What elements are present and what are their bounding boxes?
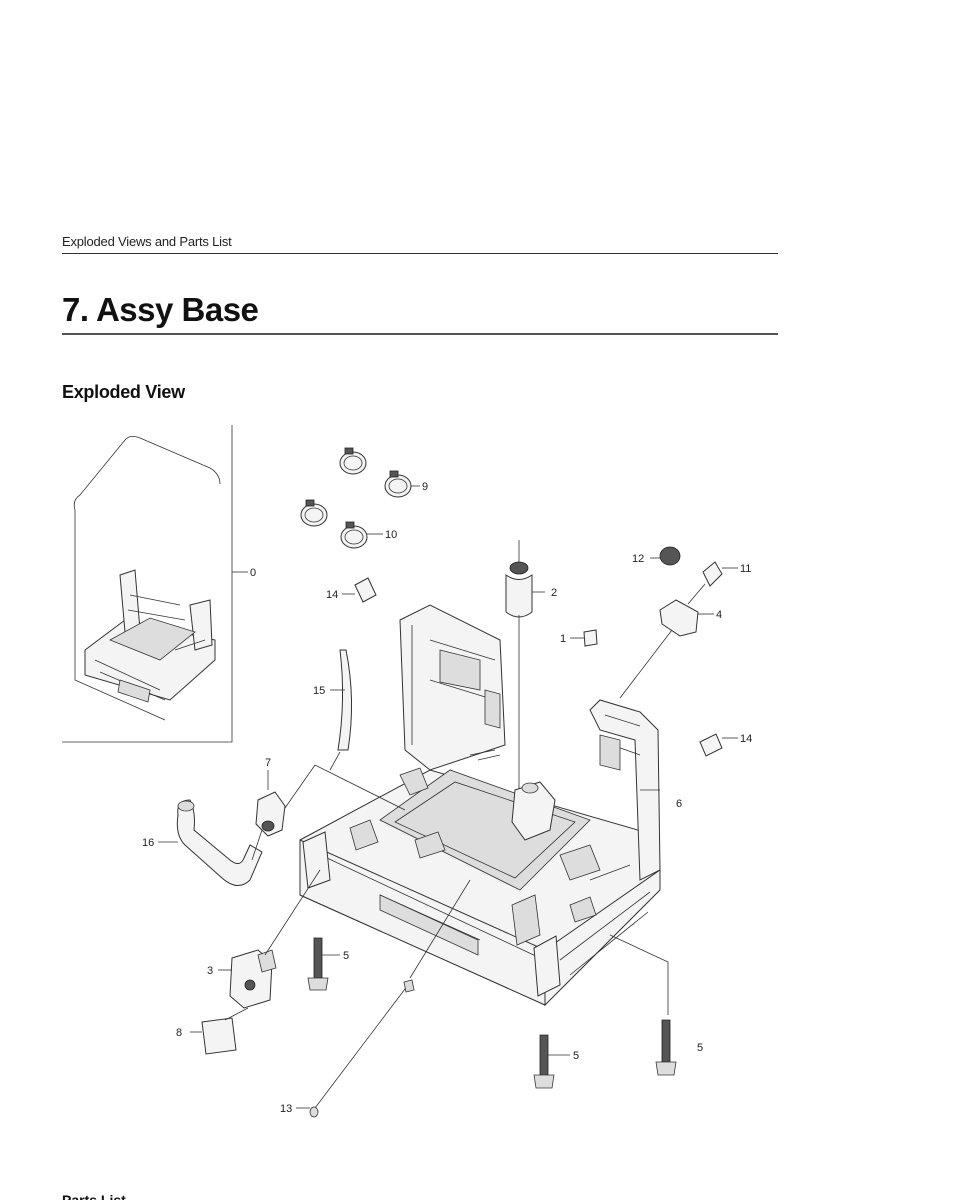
callout-14a: 14 [326, 589, 338, 601]
callout-1: 1 [560, 633, 566, 645]
assembly-inset [62, 425, 248, 743]
page-title: 7. Assy Base [62, 291, 259, 328]
sensor-bracket [190, 869, 321, 1055]
drain-hose [158, 799, 263, 886]
callout-16: 16 [142, 837, 154, 849]
rod [296, 879, 471, 1118]
callout-5a: 5 [343, 950, 349, 962]
callout-12: 12 [632, 553, 644, 565]
pump-fittings [619, 546, 738, 699]
section-title: Exploded View [62, 382, 185, 402]
callout-7: 7 [265, 757, 271, 769]
callout-9: 9 [422, 481, 428, 493]
callout-11: 11 [740, 563, 751, 575]
callout-3: 3 [207, 965, 213, 977]
callout-14b: 14 [740, 733, 752, 745]
callout-13: 13 [280, 1103, 292, 1115]
callout-0: 0 [250, 567, 256, 579]
callout-6: 6 [676, 798, 682, 810]
running-head: Exploded Views and Parts List [62, 234, 232, 249]
callout-5c: 5 [697, 1042, 703, 1054]
callout-15: 15 [313, 685, 325, 697]
callout-5b: 5 [573, 1050, 579, 1062]
callout-8: 8 [176, 1027, 182, 1039]
drain-connector [255, 764, 406, 837]
capacitor [505, 540, 545, 900]
callout-10: 10 [385, 529, 397, 541]
header-rule [62, 253, 778, 254]
base-frame [299, 604, 661, 1007]
callout-2: 2 [551, 587, 557, 599]
parts-list-title: Parts List [62, 1192, 126, 1200]
title-rule [62, 333, 778, 335]
screws [307, 934, 677, 1089]
hose-clamps [300, 447, 420, 549]
callout-4: 4 [716, 609, 722, 621]
